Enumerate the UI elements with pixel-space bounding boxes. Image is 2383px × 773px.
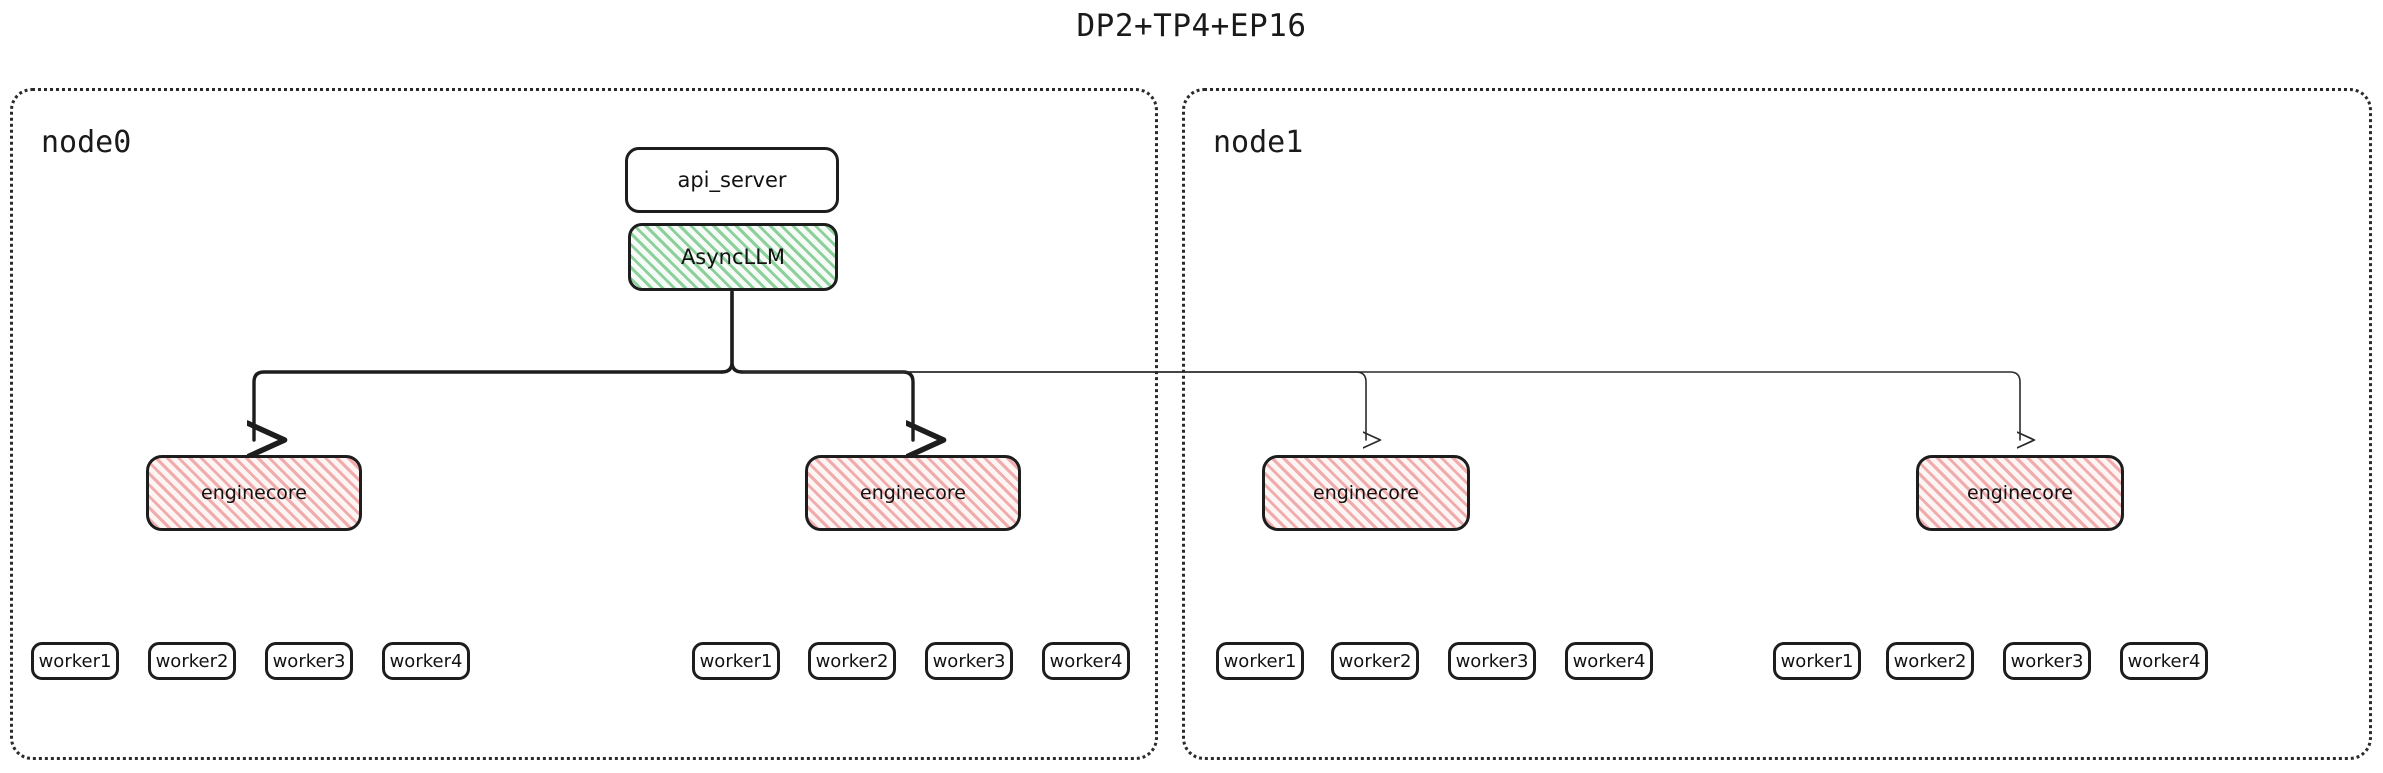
asyncllm-label: AsyncLLM <box>680 245 786 269</box>
diagram-title: DP2+TP4+EP16 <box>1076 8 1307 44</box>
worker-label: worker4 <box>389 650 463 672</box>
worker-box[interactable]: worker4 <box>2120 642 2208 680</box>
worker-label: worker1 <box>1780 650 1854 672</box>
worker-box[interactable]: worker4 <box>382 642 470 680</box>
enginecore-box-n1-1[interactable]: enginecore <box>1262 455 1470 531</box>
enginecore-label: enginecore <box>201 482 307 504</box>
worker-box[interactable]: worker1 <box>692 642 780 680</box>
api-server-box[interactable]: api_server <box>625 147 839 213</box>
worker-label: worker2 <box>815 650 889 672</box>
node-label-node1: node1 <box>1213 125 1304 160</box>
worker-box[interactable]: worker2 <box>148 642 236 680</box>
worker-box[interactable]: worker4 <box>1565 642 1653 680</box>
worker-label: worker4 <box>1049 650 1123 672</box>
api-server-label: api_server <box>677 168 787 192</box>
worker-label: worker1 <box>699 650 773 672</box>
enginecore-label: enginecore <box>1967 482 2073 504</box>
worker-box[interactable]: worker3 <box>925 642 1013 680</box>
worker-label: worker3 <box>272 650 346 672</box>
asyncllm-box[interactable]: AsyncLLM <box>628 223 838 291</box>
worker-box[interactable]: worker2 <box>808 642 896 680</box>
worker-box[interactable]: worker1 <box>31 642 119 680</box>
enginecore-box-n0-2[interactable]: enginecore <box>805 455 1021 531</box>
worker-label: worker2 <box>1893 650 1967 672</box>
worker-label: worker3 <box>2010 650 2084 672</box>
worker-label: worker4 <box>2127 650 2201 672</box>
enginecore-box-n0-1[interactable]: enginecore <box>146 455 362 531</box>
enginecore-box-n1-2[interactable]: enginecore <box>1916 455 2124 531</box>
worker-label: worker2 <box>1338 650 1412 672</box>
worker-label: worker2 <box>155 650 229 672</box>
node-label-node0: node0 <box>41 125 132 160</box>
enginecore-label: enginecore <box>1313 482 1419 504</box>
enginecore-label: enginecore <box>860 482 966 504</box>
worker-box[interactable]: worker2 <box>1331 642 1419 680</box>
worker-box[interactable]: worker3 <box>1448 642 1536 680</box>
worker-label: worker1 <box>38 650 112 672</box>
worker-box[interactable]: worker1 <box>1216 642 1304 680</box>
worker-box[interactable]: worker1 <box>1773 642 1861 680</box>
worker-box[interactable]: worker3 <box>2003 642 2091 680</box>
worker-label: worker1 <box>1223 650 1297 672</box>
worker-box[interactable]: worker3 <box>265 642 353 680</box>
worker-label: worker3 <box>1455 650 1529 672</box>
worker-box[interactable]: worker2 <box>1886 642 1974 680</box>
worker-box[interactable]: worker4 <box>1042 642 1130 680</box>
worker-label: worker3 <box>932 650 1006 672</box>
worker-label: worker4 <box>1572 650 1646 672</box>
